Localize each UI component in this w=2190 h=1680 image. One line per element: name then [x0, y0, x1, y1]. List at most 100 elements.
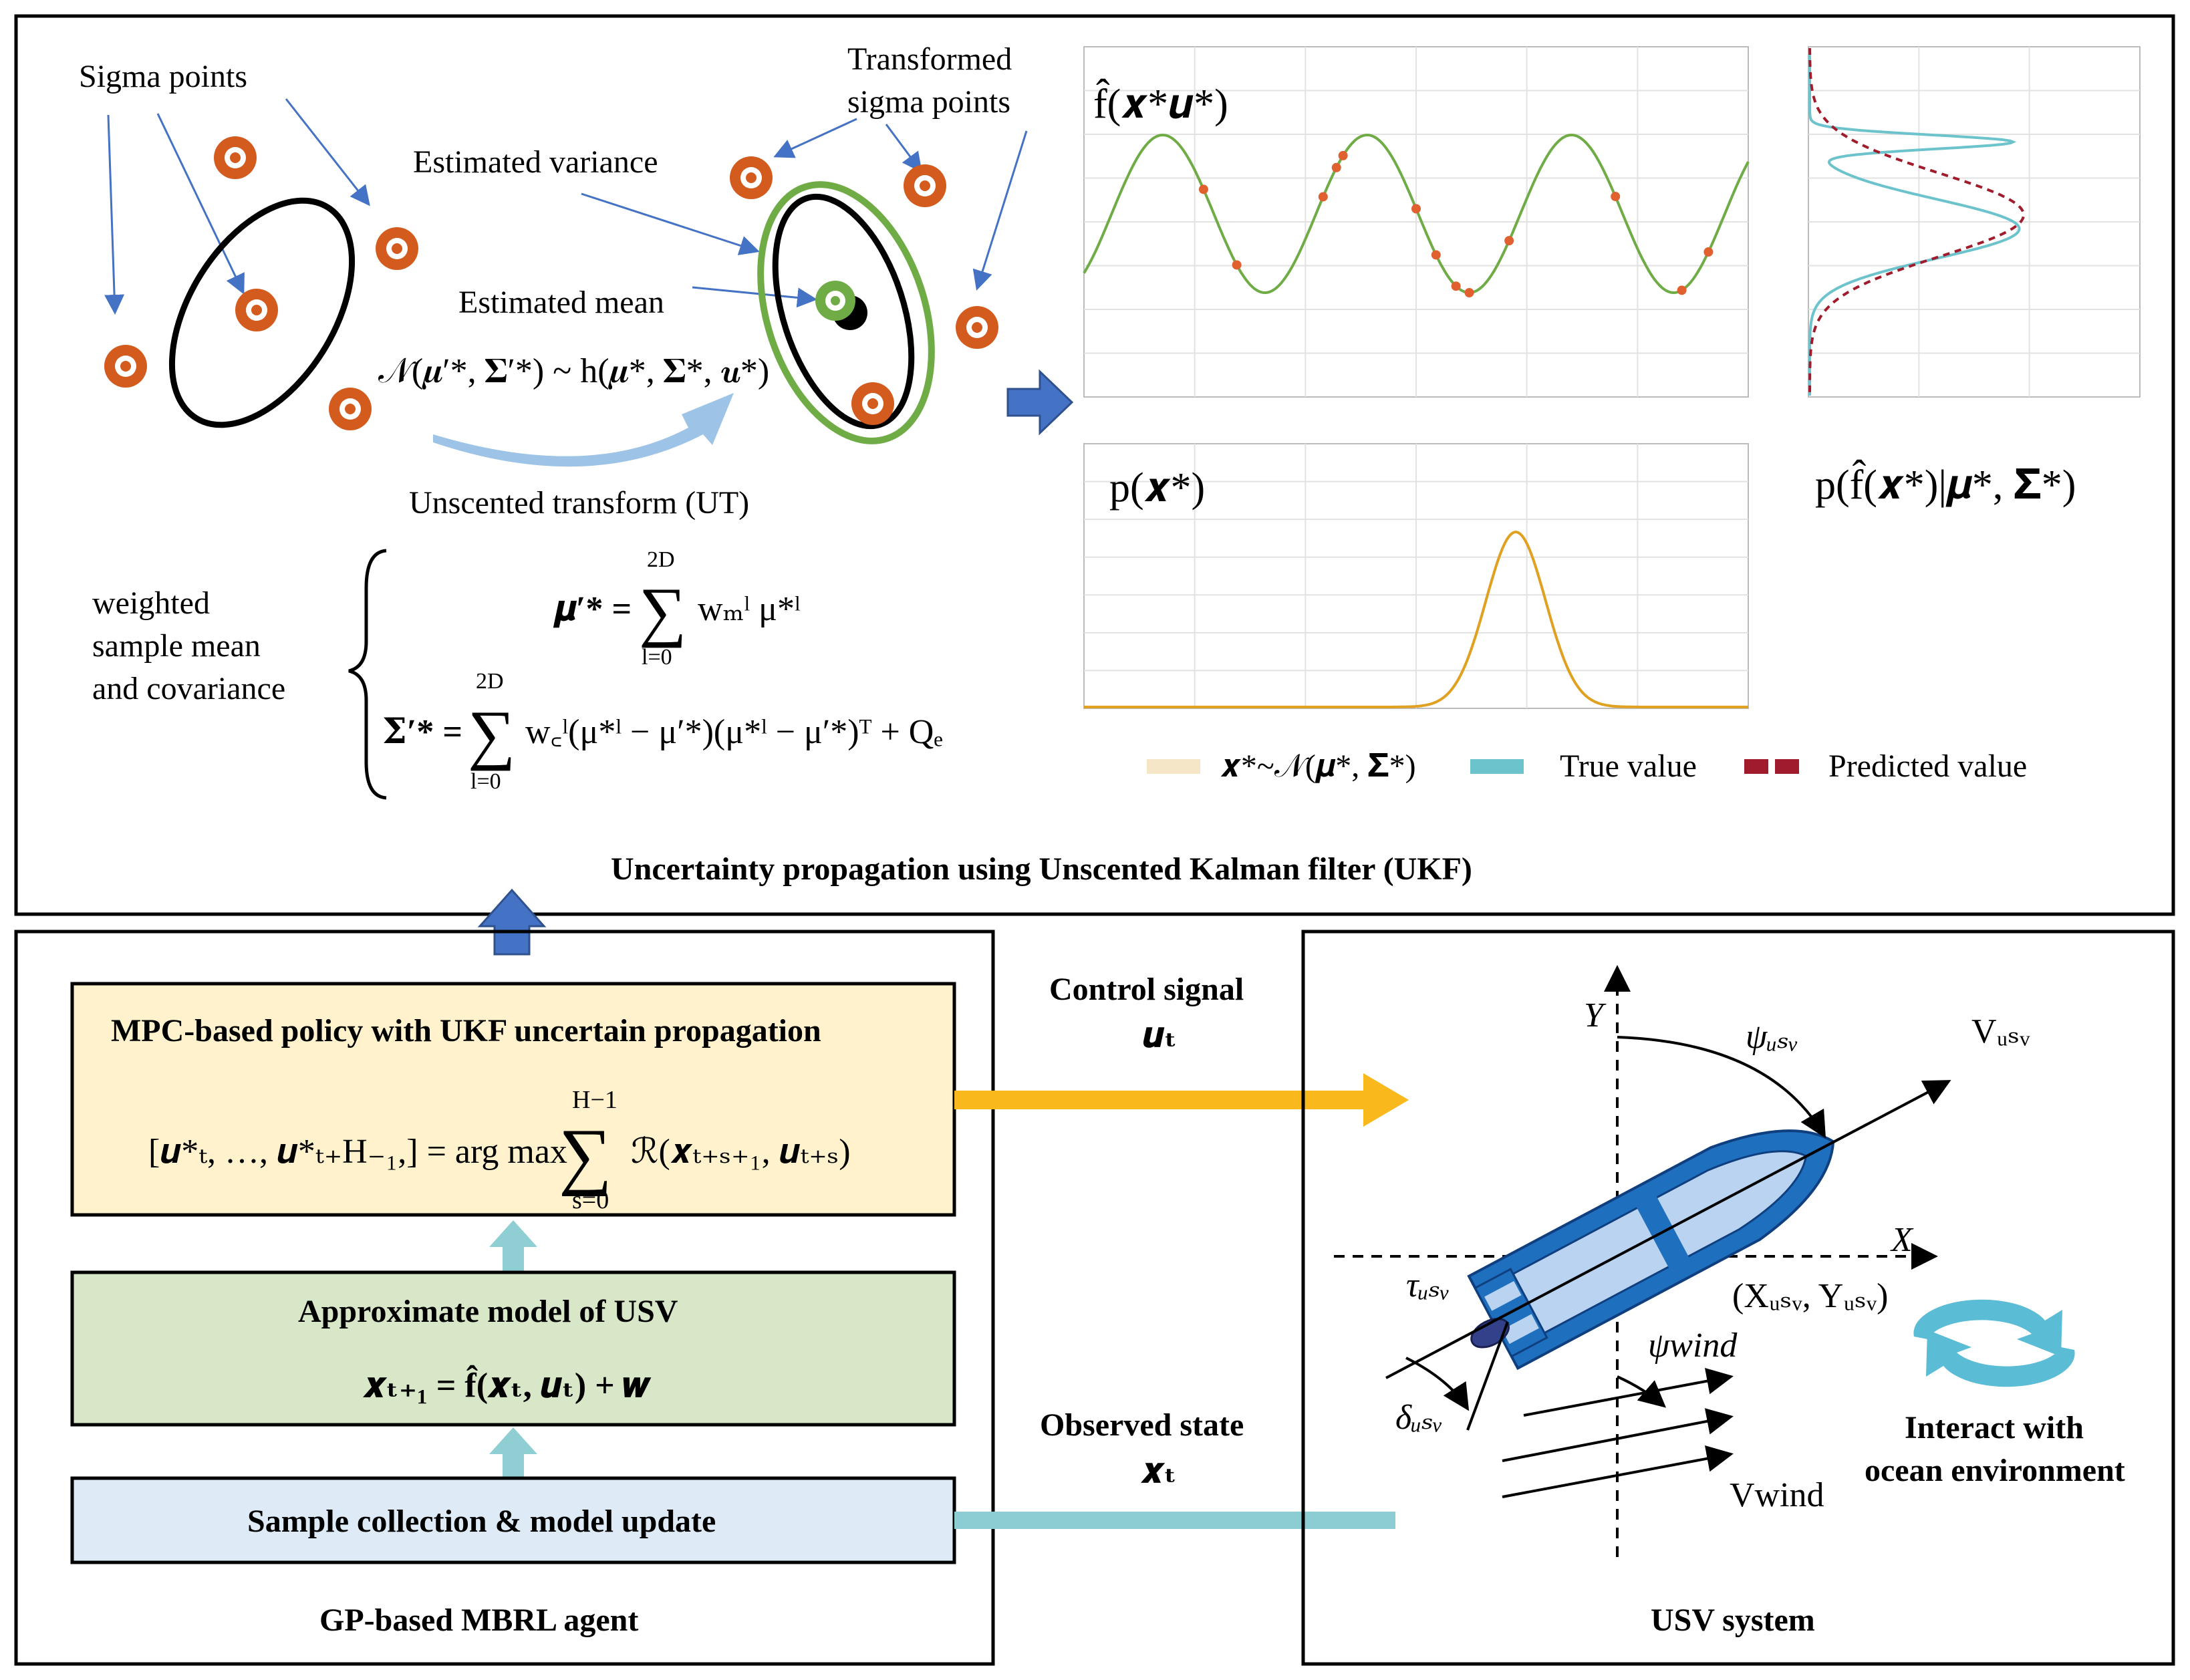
top-panel-frame — [14, 14, 2175, 916]
sample-to-model-arrow — [489, 1427, 537, 1478]
mean-eq-sigma: ∑ — [639, 574, 686, 648]
plot-p-x: p(𝒙*) — [1083, 443, 1749, 709]
usv-panel-caption: USV system — [1651, 1602, 1815, 1638]
sample-label: Sample collection & model update — [247, 1504, 716, 1539]
model-box — [70, 1270, 956, 1427]
cov-eq-sigma: ∑ — [468, 697, 515, 771]
sample-dot — [1431, 250, 1441, 260]
mpc-title: MPC-based policy with UKF uncertain prop… — [111, 1013, 821, 1048]
transformed-sigma-points — [730, 156, 998, 425]
mean-eq-sum-top: 2D — [647, 547, 675, 572]
plot-p-x-curve — [1084, 530, 1748, 708]
plot-f-hat-grid — [1084, 47, 1748, 397]
prior-covariance-ellipse — [168, 197, 356, 428]
sigma-point — [104, 345, 147, 388]
weighted-label-2: sample mean — [92, 628, 261, 664]
usv-panel-frame — [1301, 930, 2175, 1666]
sample-dot — [1464, 287, 1474, 297]
tau-usv-label: τᵤₛᵥ — [1406, 1266, 1450, 1304]
heading-line — [1385, 1080, 1951, 1379]
mean-eq-rhs: wₘˡ μ*ˡ — [698, 590, 801, 628]
mpc-sum-top: H−1 — [572, 1086, 618, 1114]
plot-p-x-grid — [1084, 444, 1748, 708]
mpc-equation: [𝒖*ₜ, …, 𝒖*ₜ₊H₋₁,] = arg max — [148, 1133, 567, 1171]
sample-dot — [1451, 281, 1461, 291]
cov-eq-sum-top: 2D — [476, 669, 504, 694]
equation-brace — [348, 549, 387, 800]
sample-dot — [1331, 162, 1341, 172]
sample-dot — [1198, 184, 1208, 194]
sample-box — [70, 1476, 956, 1564]
agent-panel-caption: GP-based MBRL agent — [319, 1602, 638, 1638]
transformed-label-1: Transformed — [847, 41, 1012, 77]
psi-wind-arc — [1617, 1375, 1667, 1408]
predicted-value-curve — [1808, 48, 2026, 396]
delta-usv-label: δᵤₛᵥ — [1395, 1399, 1443, 1437]
estimated-mean-label: Estimated mean — [458, 285, 664, 320]
legend-swatch-true — [1470, 759, 1524, 774]
plot-output-dist-label: p(f̂(𝒙*)|𝝁*, 𝚺*) — [1815, 460, 2076, 508]
mpc-box — [70, 982, 956, 1217]
interact-label-2: ocean environment — [1865, 1453, 2125, 1488]
ut-equation: 𝒩(𝝁′*, 𝚺′*) ~ h(𝝁*, 𝚺*, 𝒖*) — [378, 352, 769, 390]
estimated-variance-ellipse — [757, 181, 935, 444]
sample-dot — [1318, 192, 1328, 202]
model-equation: 𝒙ₜ₊₁ = f̂(𝒙ₜ, 𝒖ₜ) + 𝒘 — [362, 1364, 652, 1405]
mpc-sum-bottom: s=0 — [572, 1186, 609, 1214]
observed-state-line — [954, 1512, 1395, 1529]
sample-dot — [1504, 236, 1514, 246]
legend-label-pred: Predicted value — [1828, 748, 2027, 784]
cov-eq-lhs: 𝚺′* = — [382, 713, 462, 751]
legend-swatch-pred-2 — [1775, 759, 1799, 774]
cov-eq-sum-bottom: l=0 — [470, 769, 501, 794]
wind-arrows — [1502, 1367, 1734, 1498]
sample-dot — [1411, 204, 1421, 214]
legend-label-input: 𝒙*~𝒩(𝝁*, 𝚺*) — [1220, 748, 1416, 784]
control-signal-label: Control signal — [1049, 972, 1244, 1007]
position-label: (Xᵤₛᵥ, Yᵤₛᵥ) — [1732, 1277, 1889, 1315]
ut-curved-arrow — [433, 393, 734, 467]
observed-state-var: 𝒙ₜ — [1140, 1452, 1177, 1490]
legend-swatch-pred-1 — [1744, 759, 1768, 774]
sigma-point — [956, 306, 998, 349]
sample-dot — [1611, 192, 1621, 202]
model-to-mpc-arrow — [489, 1220, 537, 1272]
sigma-point — [376, 227, 418, 270]
sigma-point — [214, 136, 257, 179]
y-axis-label: Y — [1584, 996, 1607, 1034]
plot-output-dist-grid — [1808, 47, 2140, 397]
interact-label-1: Interact with — [1905, 1410, 2084, 1445]
mpc-sigma: ∑ — [559, 1114, 612, 1197]
mean-eq-lhs: 𝝁′* = — [553, 590, 632, 628]
mean-eq-sum-bottom: l=0 — [642, 645, 672, 670]
estimated-mean-point — [815, 281, 855, 321]
sigma-points-label: Sigma points — [79, 59, 247, 94]
transformed-label-2: sigma points — [847, 84, 1010, 120]
cycle-icon — [1913, 1299, 2075, 1387]
delta-usv-arc — [1405, 1357, 1470, 1411]
legend: 𝒙*~𝒩(𝝁*, 𝚺*) True value Predicted value — [1147, 748, 2027, 784]
agent-panel-frame — [14, 930, 995, 1666]
sample-dot — [1338, 150, 1348, 160]
sigma-point — [851, 382, 894, 425]
sigma-points — [104, 136, 418, 430]
plot-output-dist — [1808, 46, 2141, 398]
sigma-point — [904, 164, 946, 207]
agent-to-ukf-arrow — [477, 888, 547, 956]
control-signal-arrow — [954, 1073, 1409, 1127]
sample-dot — [1703, 247, 1714, 257]
psi-usv-label: ψᵤₛᵥ — [1746, 1018, 1799, 1056]
v-wind-label: Vwind — [1730, 1476, 1824, 1514]
rudder-line — [1466, 1321, 1509, 1431]
sigma-point — [329, 388, 372, 430]
top-panel-caption: Uncertainty propagation using Unscented … — [611, 851, 1472, 887]
true-value-curve — [1808, 48, 2021, 396]
sigma-point — [730, 156, 773, 199]
mpc-equation-rhs: ℛ(𝒙ₜ₊ₛ₊₁, 𝒖ₜ₊ₛ) — [631, 1133, 851, 1171]
plot-f-hat-label: f̂(𝒙*𝒖*) — [1093, 79, 1228, 127]
legend-label-true: True value — [1560, 748, 1697, 784]
weighted-label-3: and covariance — [92, 671, 285, 706]
boat-stern-slot-2 — [1502, 1314, 1539, 1345]
model-title: Approximate model of USV — [298, 1294, 678, 1329]
